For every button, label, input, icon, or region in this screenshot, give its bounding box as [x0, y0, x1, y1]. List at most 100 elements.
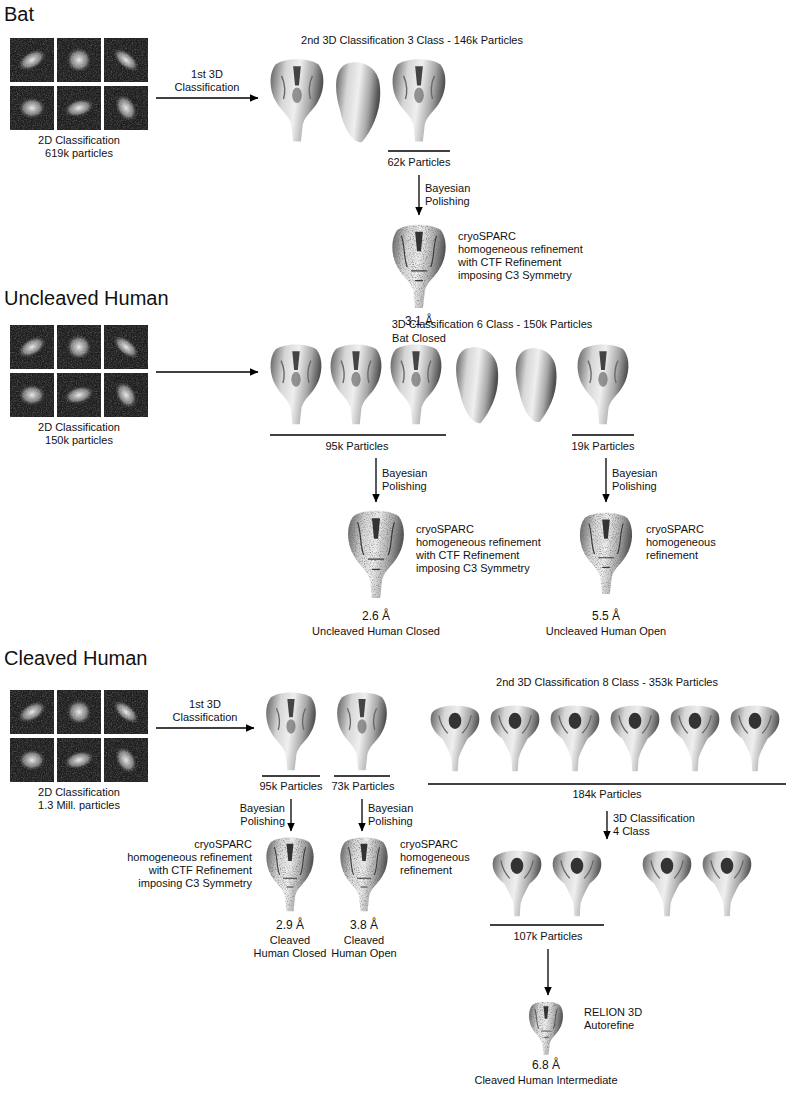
- density-map: [731, 706, 780, 772]
- arrow-connector: [547, 949, 548, 995]
- arrow-connector: [156, 371, 258, 372]
- density-map: [266, 837, 313, 911]
- density-map: [643, 851, 692, 917]
- arrow-connector: [290, 799, 291, 831]
- density-map: [392, 225, 445, 308]
- class-average-panel: 2D Classification 150k particles: [6, 321, 152, 449]
- selection-bar: [334, 775, 390, 777]
- caption: 2D Classification 619k particles: [31, 134, 127, 160]
- particle-subset: 62k Particles: [380, 52, 458, 172]
- density-map: [336, 62, 380, 142]
- refined-map: cryoSPARC homogeneous refinement with CT…: [300, 505, 544, 640]
- particle-count: 19k Particles: [567, 440, 639, 453]
- group-title: 2nd 3D Classification 3 Class - 146k Par…: [262, 34, 562, 47]
- resolution-value: 2.9 Å: [250, 918, 330, 933]
- arrow-connector: [605, 458, 606, 502]
- density-map: [340, 837, 387, 911]
- resolution-value: 6.8 Å: [506, 1058, 586, 1073]
- density-map: [456, 347, 498, 423]
- class-average-panel: 2D Classification 1.3 Mill. particles: [6, 686, 152, 814]
- density-map: [337, 693, 387, 771]
- edge-label: Bayesian Polishing: [612, 467, 668, 493]
- caption: 2D Classification 1.3 Mill. particles: [31, 786, 127, 812]
- particle-count: 62k Particles: [380, 156, 458, 169]
- map-name: Uncleaved Human Open: [544, 625, 668, 638]
- density-map: [271, 345, 322, 425]
- selection-bar: [428, 783, 786, 785]
- group-title: 2nd 3D Classification 8 Class - 353k Par…: [424, 676, 790, 689]
- arrow-connector: [418, 175, 419, 215]
- edge-label: Bayesian Polishing: [368, 802, 424, 828]
- density-map: [491, 706, 540, 772]
- group-title: 3D Classification 6 Class - 150k Particl…: [342, 318, 642, 331]
- particle-count: 73k Particles: [330, 780, 396, 793]
- density-map: [551, 706, 600, 772]
- density-map: [703, 851, 752, 917]
- density-map: [611, 706, 660, 772]
- density-map: [493, 851, 542, 917]
- particle-subset: 95k Particles: [266, 337, 448, 455]
- method-note: cryoSPARC homogeneous refinement with CT…: [458, 230, 586, 282]
- particle-count: 184k Particles: [424, 788, 790, 801]
- class-average-grid: [10, 38, 148, 130]
- edge-label: 1st 3D Classification: [169, 698, 241, 724]
- class-average-grid: [10, 690, 148, 782]
- density-map: [580, 513, 632, 594]
- section-title: Bat: [4, 2, 34, 26]
- classification-group: 2nd 3D Classification 3 Class - 146k Par…: [262, 34, 562, 176]
- refined-map: RELION 3D Autorefine 6.8 ÅCleaved Human I…: [460, 998, 700, 1092]
- map-name: Cleaved Human Intermediate: [461, 1074, 631, 1087]
- edge-label: Bayesian Polishing: [382, 467, 438, 493]
- method-note: RELION 3D Autorefine: [584, 1006, 656, 1032]
- edge-label: 3D Classification 4 Class: [613, 812, 703, 838]
- arrow-connector: [156, 97, 258, 98]
- resolution-value: 5.5 Å: [566, 609, 646, 624]
- edge-label: 1st 3D Classification: [171, 68, 243, 94]
- selection-bar: [490, 924, 604, 926]
- classification-group: 3D Classification 6 Class - 150k Particl…: [262, 318, 644, 460]
- arrow-connector: [606, 811, 607, 839]
- arrow-connector: [361, 799, 362, 831]
- classification-group: 2nd 3D Classification 8 Class - 353k Par…: [424, 676, 790, 808]
- density-map: [671, 706, 720, 772]
- particle-count: 95k Particles: [258, 780, 324, 793]
- refined-map: cryoSPARC homogeneous refinement with CT…: [378, 218, 590, 352]
- map-name: Cleaved Human Closed: [252, 934, 328, 960]
- particle-subset: 73k Particles: [330, 686, 396, 796]
- density-map: [529, 1002, 563, 1055]
- map-name: Uncleaved Human Closed: [306, 625, 446, 638]
- method-note: cryoSPARC homogeneous refinement with CT…: [416, 523, 544, 575]
- arrow-connector: [156, 727, 254, 728]
- selection-bar: [262, 775, 320, 777]
- map-name: Cleaved Human Open: [326, 934, 402, 960]
- map-name: Bat Closed: [379, 332, 459, 345]
- particle-count: 95k Particles: [266, 440, 448, 453]
- particle-subset: 95k Particles: [258, 686, 324, 796]
- density-map: [391, 345, 442, 425]
- edge-label: Bayesian Polishing: [425, 182, 481, 208]
- refined-map: cryoSPARC homogeneous refinement 5.5 ÅUnc…: [544, 505, 784, 640]
- density-map: [331, 345, 382, 425]
- refined-map: cryoSPARC homogeneous refinement with CT…: [50, 834, 332, 962]
- density-map: [271, 59, 324, 141]
- selection-bar: [270, 434, 446, 436]
- refined-map: cryoSPARC homogeneous refinement3.8 ÅCle…: [326, 834, 478, 962]
- caption: 2D Classification 150k particles: [31, 421, 127, 447]
- density-map: [578, 345, 629, 425]
- class-average-grid: [10, 325, 148, 417]
- particle-subset: 107k Particles: [486, 842, 610, 946]
- resolution-value: 2.6 Å: [336, 609, 416, 624]
- section-title: Uncleaved Human: [4, 286, 169, 310]
- method-note: cryoSPARC homogeneous refinement: [400, 838, 476, 877]
- section-title: Cleaved Human: [4, 646, 147, 670]
- method-note: cryoSPARC homogeneous refinement: [646, 523, 722, 562]
- particle-subset: 19k Particles: [567, 337, 639, 455]
- particle-count: 107k Particles: [486, 930, 610, 943]
- density-map: [553, 851, 602, 917]
- density-map: [266, 693, 316, 771]
- class-average-panel: 2D Classification 619k particles: [6, 34, 152, 162]
- density-map: [393, 59, 446, 141]
- arrow-connector: [375, 458, 376, 502]
- density-map: [348, 511, 404, 598]
